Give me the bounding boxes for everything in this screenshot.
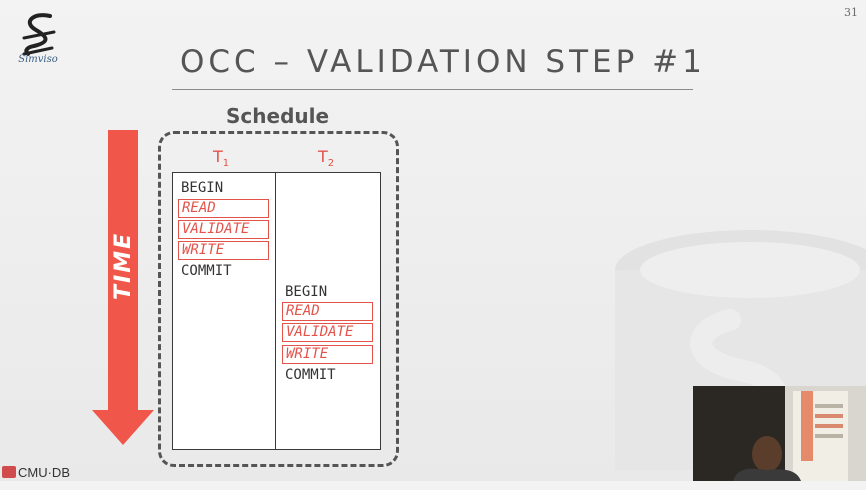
t1-header: T1 (213, 147, 229, 169)
t1-validate: VALIDATE (178, 220, 269, 239)
time-label: TIME (111, 231, 136, 300)
t1-write: WRITE (178, 241, 269, 260)
column-divider (275, 172, 276, 450)
t2-write: WRITE (282, 345, 373, 364)
t1-subscript: 1 (222, 158, 230, 170)
cmu-db-logo: CMU·DB (2, 465, 70, 480)
t1-commit: COMMIT (181, 263, 232, 279)
t2-header: T2 (318, 147, 334, 169)
database-icon (2, 466, 16, 478)
page-number: 31 (844, 6, 858, 19)
t2-name: T (318, 147, 328, 166)
schedule-table (172, 172, 381, 450)
simviso-logo (22, 13, 56, 56)
title-underline (172, 89, 693, 90)
t2-validate: VALIDATE (282, 323, 373, 342)
schedule-frame (158, 131, 399, 467)
schedule-label: Schedule (226, 104, 330, 128)
slide-title: OCC – VALIDATION STEP #1 (180, 44, 706, 80)
time-arrow (92, 130, 154, 445)
webcam-video-inset (693, 386, 866, 481)
t1-name: T (213, 147, 223, 166)
t2-read: READ (282, 302, 373, 321)
t2-subscript: 2 (327, 158, 335, 170)
logo-text: Simviso (18, 54, 58, 65)
t1-read: READ (178, 199, 269, 218)
t2-begin: BEGIN (285, 284, 328, 300)
t1-begin: BEGIN (181, 180, 224, 196)
cmu-db-text: CMU·DB (18, 465, 70, 480)
t2-commit: COMMIT (285, 367, 336, 383)
